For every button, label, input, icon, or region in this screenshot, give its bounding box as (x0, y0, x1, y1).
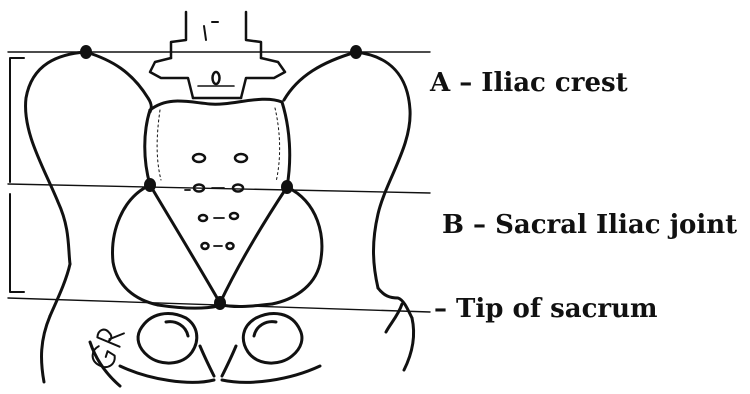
left-bracket (10, 58, 24, 292)
sacrum (145, 99, 290, 303)
pubic-region (42, 304, 414, 386)
left-ilium (26, 52, 218, 316)
artist-signature (89, 326, 124, 370)
landmark-sacroiliac-joint-left (144, 178, 156, 192)
lumbar-vertebra (150, 12, 285, 98)
landmark-iliac-crest-right (350, 45, 362, 59)
landmark-sacrum-tip (214, 296, 226, 310)
landmark-iliac-crest-left (80, 45, 92, 59)
label-sacrum-tip: – Tip of sacrum (434, 296, 658, 322)
label-sacroiliac-joint: B – Sacral Iliac joint (442, 212, 737, 238)
landmark-points (80, 45, 362, 310)
landmark-sacroiliac-joint-right (281, 180, 293, 194)
label-iliac-crest: A – Iliac crest (430, 70, 628, 96)
sacral-foramina (185, 154, 247, 249)
right-ilium (222, 52, 412, 318)
